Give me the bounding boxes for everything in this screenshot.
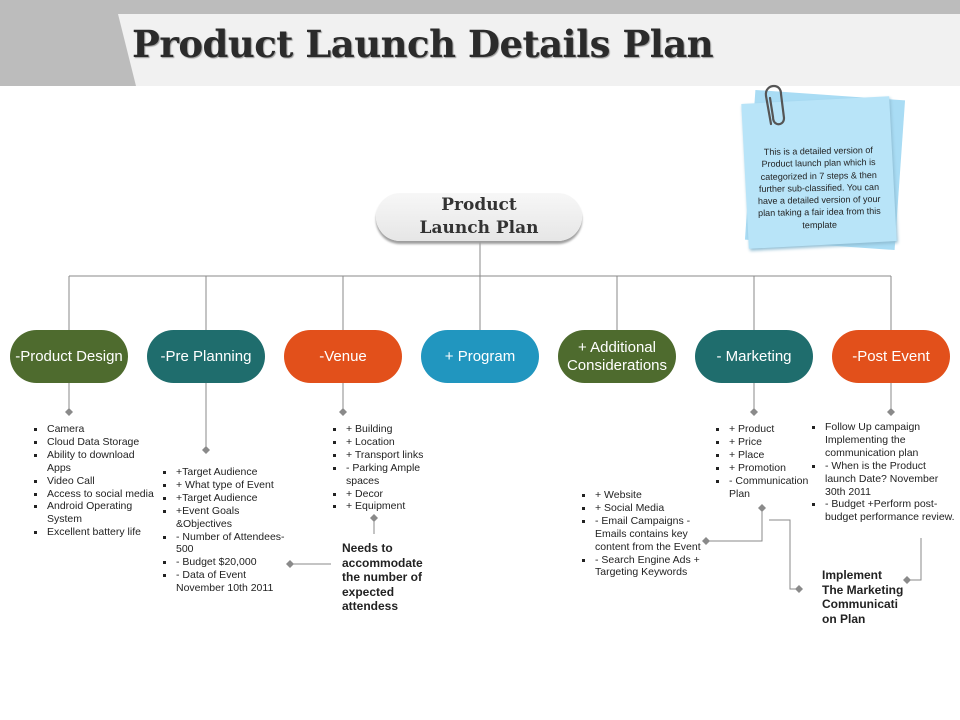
category-program: + Program	[421, 330, 539, 383]
list-item: + Website	[582, 489, 711, 502]
root-node: Product Launch Plan	[376, 193, 582, 241]
diamond-marker	[65, 408, 73, 416]
list-item: - Email Campaigns - Emails contains key …	[582, 515, 711, 554]
list-item: Camera	[34, 423, 159, 436]
list-item: + Promotion	[716, 462, 829, 475]
list-item: + Product	[716, 423, 829, 436]
list-item: Ability to download Apps	[34, 449, 159, 475]
list-item: Follow Up campaign Implementing the comm…	[812, 421, 959, 460]
list-item: - Data of Event November 10th 2011	[163, 569, 296, 595]
diamond-marker	[887, 408, 895, 416]
list-item: + Place	[716, 449, 829, 462]
venue-list: + Building + Location + Transport links …	[333, 423, 442, 513]
list-item: - Budget $20,000	[163, 556, 296, 569]
list-item: + Social Media	[582, 502, 711, 515]
list-item: +Event Goals &Objectives	[163, 505, 296, 531]
category-venue: -Venue	[284, 330, 402, 383]
category-marketing: - Marketing	[695, 330, 813, 383]
list-item: +Target Audience	[163, 492, 296, 505]
list-item: + Price	[716, 436, 829, 449]
title-band-light	[118, 14, 960, 86]
category-post-event: -Post Event	[832, 330, 950, 383]
diamond-marker	[339, 408, 347, 416]
diamond-marker	[702, 537, 710, 545]
list-item: Cloud Data Storage	[34, 436, 159, 449]
page-title: Product Launch Details Plan	[132, 22, 714, 66]
list-item: - Parking Ample spaces	[333, 462, 442, 488]
list-item: - Communication Plan	[716, 475, 829, 501]
list-item: + Decor	[333, 488, 442, 501]
venue-note: Needs to accommodate the number of expec…	[342, 541, 423, 613]
sticky-note-text: This is a detailed version of Product la…	[757, 145, 881, 231]
category-pre-planning: -Pre Planning	[147, 330, 265, 383]
list-item: Video Call	[34, 475, 159, 488]
list-item: Access to social media	[34, 488, 159, 501]
pre-planning-list: +Target Audience + What type of Event +T…	[163, 466, 296, 595]
post-event-list: Follow Up campaign Implementing the comm…	[812, 421, 959, 524]
paperclip-icon	[764, 84, 786, 126]
list-item: + What type of Event	[163, 479, 296, 492]
list-item: + Equipment	[333, 500, 442, 513]
diamond-marker	[286, 560, 294, 568]
diamond-marker	[202, 446, 210, 454]
diamond-marker	[370, 514, 378, 522]
category-product-design: -Product Design	[10, 330, 128, 383]
category-additional-considerations: + Additional Considerations	[558, 330, 676, 383]
marketing-list: + Product + Price + Place + Promotion - …	[716, 423, 829, 500]
list-item: - Budget +Perform post-budget performanc…	[812, 498, 959, 524]
list-item: - When is the Product launch Date? Novem…	[812, 460, 959, 499]
list-item: - Search Engine Ads + Targeting Keywords	[582, 554, 711, 580]
list-item: Android Operating System	[34, 500, 159, 526]
marketing-note: Implement The Marketing Communicati on P…	[822, 568, 904, 626]
diamond-marker	[795, 585, 803, 593]
list-item: +Target Audience	[163, 466, 296, 479]
list-item: Excellent battery life	[34, 526, 159, 539]
diamond-marker	[758, 504, 766, 512]
diamond-marker	[903, 576, 911, 584]
additional-considerations-list: + Website + Social Media - Email Campaig…	[582, 489, 711, 579]
diamond-marker	[750, 408, 758, 416]
list-item: + Location	[333, 436, 442, 449]
title-band: Product Launch Details Plan	[0, 0, 960, 86]
product-design-list: Camera Cloud Data Storage Ability to dow…	[34, 423, 159, 539]
list-item: + Transport links	[333, 449, 442, 462]
list-item: - Number of Attendees- 500	[163, 531, 296, 557]
list-item: + Building	[333, 423, 442, 436]
